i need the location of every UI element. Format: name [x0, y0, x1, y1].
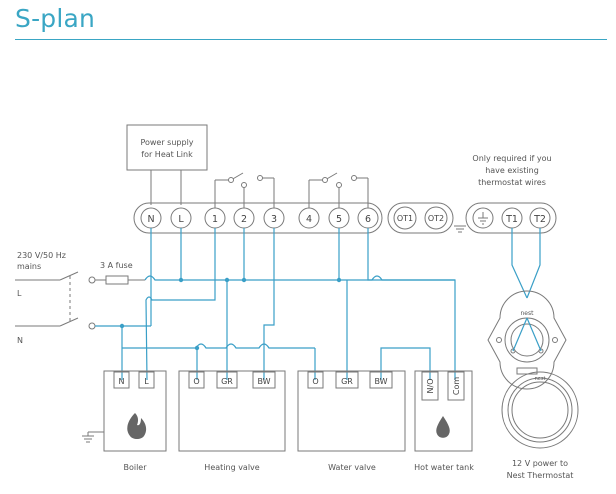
relay-switch-1 — [214, 172, 275, 208]
water-valve-terminal-o — [307, 371, 324, 389]
thermostat-backplate-logo: nest — [521, 310, 535, 317]
tank-terminal-com-label: Com — [452, 377, 461, 395]
thermostat-label-2: Nest Thermostat — [507, 471, 574, 480]
heating-valve-terminal-gr — [216, 371, 238, 389]
wiring — [95, 228, 541, 381]
boiler-box — [103, 370, 167, 452]
water-valve-terminal-gr-label: GR — [341, 377, 353, 386]
terminal-earth — [472, 207, 494, 229]
boiler-earth — [82, 431, 104, 443]
mains-n-label: N — [17, 336, 23, 345]
tank-terminal-no — [421, 371, 439, 401]
note-line-3: thermostat wires — [478, 178, 546, 187]
terminal-2-label: 2 — [241, 214, 247, 225]
heating-valve-terminal-bw-label: BW — [257, 377, 270, 386]
boiler-terminal-n-label: N — [119, 377, 125, 386]
terminal-5-label: 5 — [336, 214, 342, 225]
water-valve-terminal-o-label: O — [312, 377, 318, 386]
terminal-ot2 — [424, 206, 448, 230]
note-line-1: Only required if you — [472, 154, 551, 163]
heating-valve-terminal-o-label: O — [193, 377, 199, 386]
boiler-terminal-l-label: L — [144, 377, 149, 386]
terminal-6-label: 6 — [365, 214, 371, 225]
heating-valve-box — [178, 370, 286, 452]
mains-label-1: 230 V/50 Hz — [17, 251, 66, 260]
mains-isolator-switch — [15, 271, 96, 330]
water-valve-terminal-bw — [369, 371, 393, 389]
page-title: S-plan — [15, 4, 96, 33]
heatlink-terminal-strip — [133, 202, 383, 234]
flame-icon — [127, 413, 147, 439]
power-supply-label-2: for Heat Link — [141, 150, 193, 159]
heating-valve-label: Heating valve — [204, 463, 259, 472]
ground-symbol — [454, 225, 466, 233]
power-supply-label-1: Power supply — [140, 138, 193, 147]
boiler-terminal-l — [138, 371, 155, 389]
terminal-ot1 — [393, 206, 417, 230]
fuse-label: 3 A fuse — [100, 261, 133, 270]
fuse-symbol — [105, 275, 129, 285]
terminal-n-label: N — [147, 214, 154, 225]
nest-thermostat-device — [501, 367, 579, 449]
heating-valve-terminal-gr-label: GR — [221, 377, 233, 386]
thermostat-backplate — [487, 290, 567, 390]
water-valve-label: Water valve — [328, 463, 376, 472]
relay-switch-2 — [308, 172, 369, 208]
water-valve-terminal-gr — [335, 371, 359, 389]
heating-valve-terminal-bw — [252, 371, 276, 389]
title-divider — [15, 39, 607, 40]
t-terminal-strip — [465, 202, 557, 234]
terminal-t2-label: T2 — [533, 214, 546, 225]
heating-valve-terminal-o — [188, 371, 205, 389]
thermostat-device-logo: nest — [535, 376, 546, 382]
water-valve-terminal-bw-label: BW — [374, 377, 387, 386]
power-supply-box — [126, 124, 208, 171]
terminal-1-label: 1 — [212, 214, 218, 225]
terminal-4-label: 4 — [306, 214, 312, 225]
tank-terminal-com — [447, 371, 465, 401]
terminal-l-label: L — [178, 214, 184, 225]
earth-icon — [478, 212, 488, 225]
mains-l-label: L — [17, 289, 22, 298]
terminal-ot2-label: OT2 — [428, 214, 444, 223]
terminal-3-label: 3 — [271, 214, 277, 225]
ot-terminal-strip — [387, 202, 454, 234]
note-line-2: have existing — [485, 166, 539, 175]
terminal-ot1-label: OT1 — [397, 214, 413, 223]
water-valve-box — [297, 370, 406, 452]
heatlink-terminals: N L 1 2 3 4 5 6 — [140, 207, 379, 229]
hot-water-tank-label: Hot water tank — [414, 463, 474, 472]
tank-terminal-no-label: N/O — [426, 379, 435, 394]
thermostat-label-1: 12 V power to — [512, 459, 568, 468]
hot-water-tank-box — [414, 370, 473, 452]
mains-label-2: mains — [17, 262, 41, 271]
water-drop-icon — [436, 416, 450, 438]
boiler-terminal-n — [113, 371, 130, 389]
boiler-label: Boiler — [123, 463, 147, 472]
terminal-t1-label: T1 — [505, 214, 518, 225]
